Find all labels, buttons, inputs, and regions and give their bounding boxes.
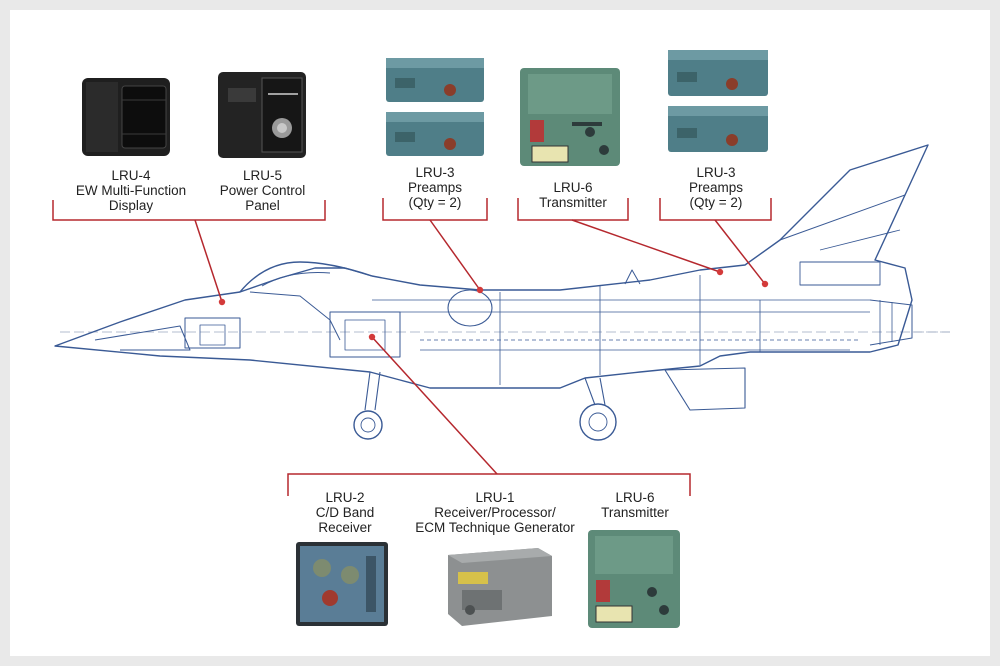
display-unit-icon <box>82 78 170 156</box>
callout-dots <box>218 268 769 341</box>
dot-bottom <box>368 333 376 341</box>
bracket-lru4-lru5 <box>52 200 326 221</box>
dot-lru6-top <box>716 268 724 276</box>
dot-lru3-left <box>476 286 484 294</box>
processor-icon <box>448 548 552 626</box>
label-lru5: LRU-5 Power Control Panel <box>219 168 306 213</box>
preamp-icon <box>668 50 768 152</box>
aircraft-outline <box>54 144 950 441</box>
dot-lru4 <box>218 298 226 306</box>
transmitter-icon <box>520 68 620 166</box>
label-lru3-left: LRU-3 Preamps (Qty = 2) <box>407 165 463 210</box>
label-lru3-right: LRU-3 Preamps (Qty = 2) <box>688 165 744 210</box>
label-lru2: LRU-2 C/D Band Receiver <box>315 490 375 535</box>
bracket-bottom <box>287 473 691 496</box>
power-panel-icon <box>218 72 306 158</box>
label-lru6-bottom: LRU-6 Transmitter <box>601 490 669 520</box>
leader-lru4 <box>194 219 223 303</box>
leader-lru3-right <box>714 219 766 285</box>
label-lru4: LRU-4 EW Multi-Function Display <box>75 168 187 213</box>
leader-bottom <box>371 336 498 475</box>
leader-lru3-left <box>429 219 481 291</box>
transmitter-icon <box>588 530 680 628</box>
callout-brackets <box>52 198 772 496</box>
label-lru6-top: LRU-6 Transmitter <box>539 180 607 210</box>
receiver-icon <box>296 542 388 626</box>
leader-lru6-top <box>571 219 721 273</box>
bracket-lru3-left <box>382 198 488 221</box>
preamp-icon <box>386 58 484 156</box>
label-lru1: LRU-1 Receiver/Processor/ ECM Technique … <box>415 490 575 535</box>
dot-lru3-right <box>761 280 769 288</box>
